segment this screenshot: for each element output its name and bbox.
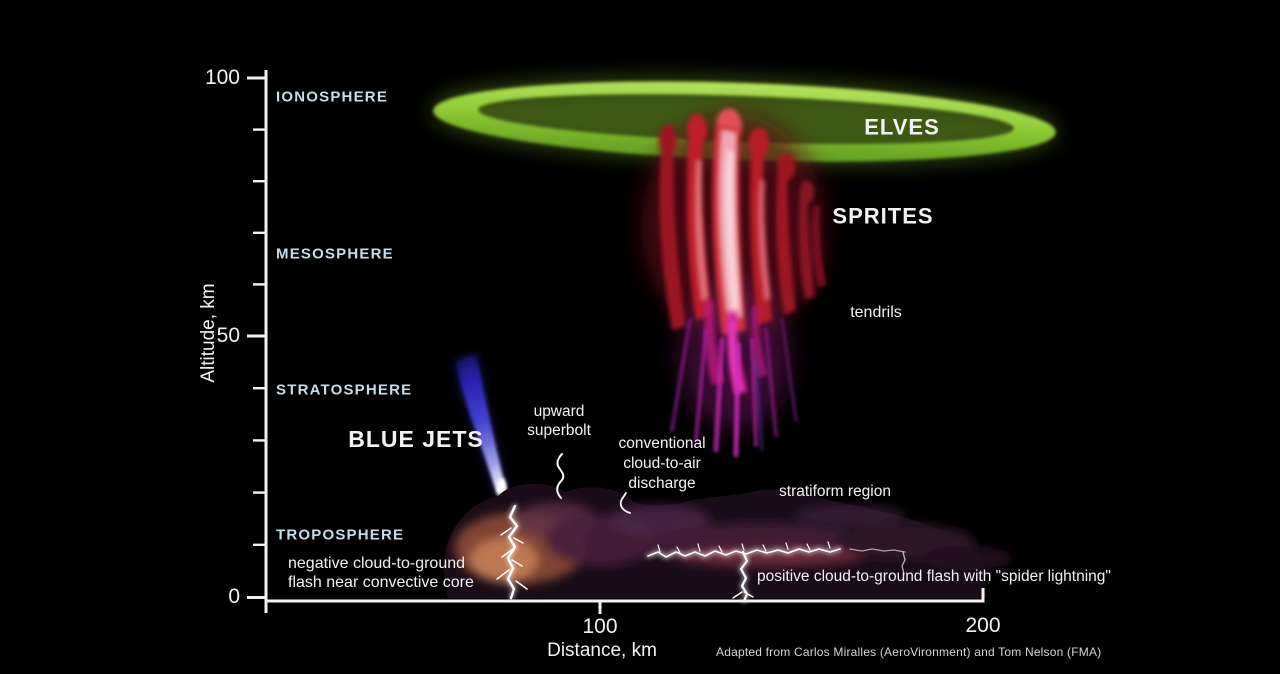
spider-lightning-bolt xyxy=(647,541,906,575)
elves-label: ELVES xyxy=(864,114,940,140)
upward-superbolt-bolt xyxy=(556,453,565,499)
negative-cg-label: negative cloud-to-ground flash near conv… xyxy=(288,555,474,591)
y-axis-tick-label-100: 100 xyxy=(204,65,240,89)
lightning-graphic xyxy=(496,453,906,604)
cloud-to-air-bolt xyxy=(619,492,631,514)
y-axis-tick-label-50: 50 xyxy=(216,323,240,347)
sprites-graphic xyxy=(641,108,826,458)
credit-line: Adapted from Carlos Miralles (AeroVironm… xyxy=(716,645,1102,660)
y-axis-title: Altitude, km xyxy=(198,283,220,383)
layer-label-stratosphere: STRATOSPHERE xyxy=(276,381,413,399)
y-axis-tick-label-0: 0 xyxy=(228,584,240,608)
x-axis-title: Distance, km xyxy=(547,640,657,662)
tendrils-graphic xyxy=(670,318,798,458)
tendrils-label: tendrils xyxy=(850,303,902,321)
blue-jets-label: BLUE JETS xyxy=(348,425,484,452)
cloud-to-air-discharge-label: conventional cloud-to-air discharge xyxy=(618,435,706,492)
upward-superbolt-label: upward superbolt xyxy=(527,403,591,439)
layer-label-troposphere: TROPOSPHERE xyxy=(276,526,405,544)
stratiform-region-label: stratiform region xyxy=(779,483,891,501)
sprites-label: SPRITES xyxy=(832,203,934,229)
x-axis-tick-label-100: 100 xyxy=(582,614,618,638)
x-axis-tick-label-200: 200 xyxy=(965,613,1001,637)
negative-cg-bolt xyxy=(496,504,528,600)
layer-label-ionosphere: IONOSPHERE xyxy=(276,88,389,106)
thundercloud-graphic xyxy=(443,483,1013,598)
positive-cg-label: positive cloud-to-ground flash with "spi… xyxy=(757,568,1111,586)
layer-label-mesosphere: MESOSPHERE xyxy=(276,245,394,263)
axes xyxy=(247,70,985,614)
positive-cg-bolt xyxy=(732,550,754,603)
